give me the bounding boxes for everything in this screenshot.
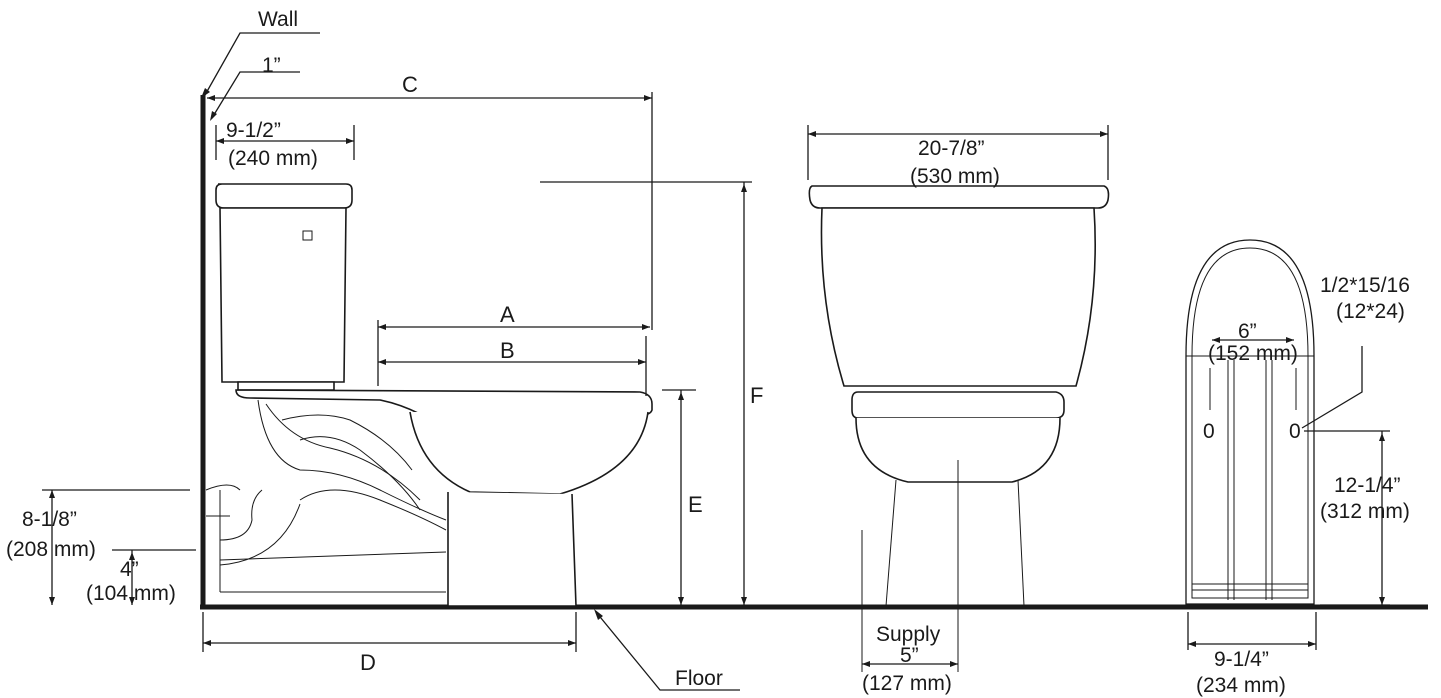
dimension-c bbox=[207, 92, 653, 330]
bolt-spacing-inches: 6” bbox=[1238, 320, 1257, 343]
one-inch-leader bbox=[211, 71, 300, 119]
dimension-a-label: A bbox=[500, 302, 515, 327]
wall-and-floor bbox=[200, 32, 1428, 691]
dimension-f-label: F bbox=[750, 383, 763, 408]
bolt-slot-inches: 1/2*15/16 bbox=[1320, 274, 1410, 297]
toilet-side-view bbox=[205, 183, 653, 607]
tank-depth-mm: (240 mm) bbox=[228, 147, 318, 170]
supply-height-inches: 8-1/8” bbox=[22, 508, 77, 531]
toilet-footprint-view bbox=[1185, 239, 1390, 650]
supply-label: Supply bbox=[876, 623, 941, 646]
tank-depth-inches: 9-1/2” bbox=[226, 119, 281, 142]
dimension-a bbox=[377, 320, 650, 386]
floor-label: Floor bbox=[675, 667, 723, 690]
dimension-e-label: E bbox=[688, 492, 703, 517]
front-width-mm: (530 mm) bbox=[910, 165, 1000, 188]
dimension-b bbox=[378, 336, 647, 396]
toilet-front-view bbox=[807, 125, 1110, 672]
bolt-mark-left: 0 bbox=[1203, 420, 1215, 443]
tank-depth-dimension bbox=[215, 125, 355, 160]
wall-label: Wall bbox=[258, 8, 298, 31]
dimension-c-label: C bbox=[402, 72, 418, 97]
supply-height-mm: (208 mm) bbox=[6, 538, 96, 561]
supply-height-dimensions bbox=[42, 489, 196, 605]
dimension-d-label: D bbox=[360, 650, 376, 675]
dimension-d bbox=[202, 612, 577, 652]
bolt-spacing-mm: (152 mm) bbox=[1208, 342, 1298, 365]
bolt-slot-mm: (12*24) bbox=[1336, 300, 1405, 323]
flange-height-inches: 4” bbox=[120, 558, 139, 581]
bolt-mark-right: 0 bbox=[1289, 420, 1301, 443]
one-inch-label: 1” bbox=[262, 54, 281, 77]
flange-height-mm: (104 mm) bbox=[86, 582, 176, 605]
supply-offset-inches: 5” bbox=[900, 644, 919, 667]
base-width-inches: 9-1/4” bbox=[1214, 648, 1269, 671]
dimension-f bbox=[540, 181, 752, 605]
dimension-e bbox=[662, 389, 696, 605]
supply-offset-mm: (127 mm) bbox=[862, 672, 952, 695]
dimension-b-label: B bbox=[500, 338, 515, 363]
bolt-height-inches: 12-1/4” bbox=[1334, 474, 1401, 497]
bolt-height-mm: (312 mm) bbox=[1320, 500, 1410, 523]
base-width-mm: (234 mm) bbox=[1196, 674, 1286, 697]
front-width-inches: 20-7/8” bbox=[918, 137, 985, 160]
